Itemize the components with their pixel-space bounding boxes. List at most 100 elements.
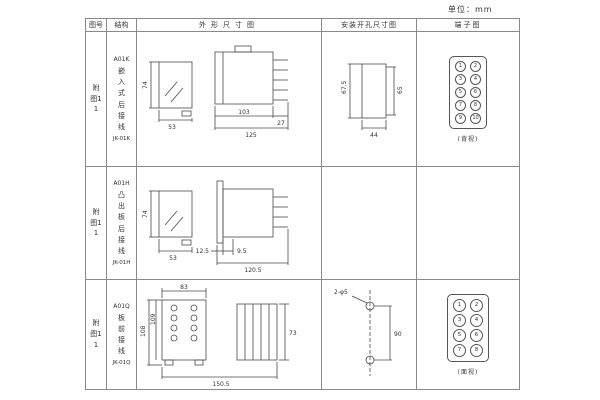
terminal-block: 1 2 3 4 5 6 7 8 9 10 (449, 55, 487, 129)
terminal-pin: 8 (470, 343, 483, 357)
dim-side-depth: 103 27 125 (214, 102, 289, 139)
dim-total-depth: 120.5 (217, 229, 289, 274)
fig-cell-row3: 附图11 (86, 280, 106, 389)
structure-text: 嵌入式后接线 (118, 66, 125, 131)
dim-label: 109 (150, 313, 157, 325)
terminal-pin: 1 (453, 298, 466, 312)
dim-label: 53 (169, 255, 177, 262)
type-code: JK-01Q (112, 360, 131, 367)
table-divider (106, 19, 107, 389)
col-header-mounting: 安装开孔尺寸图 (341, 21, 397, 29)
dim-front-height: 74 (142, 61, 159, 109)
model-name: A01H (113, 179, 130, 187)
terminal-pin: 8 (470, 99, 481, 111)
structure-text: 板前接线 (118, 313, 125, 356)
dim-label: 74 (142, 81, 149, 89)
dim-label: 83 (180, 284, 188, 291)
dim-cutout-width: 44 (361, 120, 387, 139)
dim-side-height: 73 (279, 303, 297, 361)
terminal-pin: 2 (470, 60, 481, 72)
dim-label: 67.5 (341, 80, 348, 94)
terminal-pin: 4 (470, 73, 481, 85)
terminal-pin: 7 (453, 343, 466, 357)
side-view (216, 180, 288, 244)
dim-front-width: 83 (161, 284, 207, 298)
col-header-fig: 图号 (89, 21, 103, 29)
dim-label: 108 (140, 325, 147, 337)
front-view (158, 190, 193, 246)
terminal-cell-row1: 1 2 3 4 5 6 7 8 9 10 (背视) (417, 32, 519, 166)
dim-front-height-inner: 109 (150, 300, 157, 360)
fig-number: 附图11 (90, 319, 102, 349)
dim-label: 73 (289, 330, 297, 337)
terminal-view-label: (面视) (457, 368, 479, 376)
dim-label: 9.5 (237, 248, 247, 255)
table-divider (321, 19, 322, 389)
struct-cell-row2: A01H 凸出板后接线 JK-01H (107, 167, 136, 279)
dim-cutout-inner-height: 65 (386, 66, 404, 116)
mounting-drawing-a01k: 67.5 65 44 (341, 63, 404, 139)
terminal-cell-row2 (417, 167, 519, 279)
outline-cell-row1: 74 53 (137, 32, 321, 166)
dim-front-width: 53 (158, 110, 193, 131)
fig-cell-row1: 附图11 (86, 32, 106, 166)
panel-cutout (361, 63, 387, 119)
terminal-cell-row3: 1 2 3 4 5 6 7 8 (面视) (417, 280, 519, 389)
table-divider (416, 19, 417, 389)
type-code: JK-01K (112, 136, 131, 143)
table-divider (86, 279, 519, 280)
dim-label: 27 (277, 120, 285, 127)
type-code: JK-01H (112, 260, 131, 267)
mounting-cell-row2 (322, 167, 416, 279)
dim-label: 74 (142, 210, 149, 218)
dim-gap: 9.5 (223, 239, 247, 255)
terminal-pin: 10 (470, 112, 481, 124)
dim-label: 125 (245, 132, 257, 139)
terminal-pin: 3 (455, 73, 466, 85)
mounting-cell-row1: 67.5 65 44 (322, 32, 416, 166)
outline-drawing-a01k: 74 53 (142, 45, 289, 139)
terminal-pin: 9 (455, 112, 466, 124)
col-header-terminal: 端子图 (454, 21, 482, 29)
terminal-pin: 1 (455, 60, 466, 72)
dim-label: 65 (397, 86, 404, 94)
struct-cell-row1: A01K 嵌入式后接线 JK-01K (107, 32, 136, 166)
fig-number: 附图11 (90, 83, 102, 114)
dim-label: 103 (238, 109, 250, 116)
dim-flange: 12.5 (196, 239, 224, 265)
dim-label: 90 (394, 331, 402, 338)
terminal-block: 1 2 3 4 5 6 7 8 (447, 293, 489, 362)
terminal-pin: 3 (453, 313, 466, 327)
col-header-outline: 外形尺寸图 (199, 21, 259, 29)
terminal-grid: 1 2 3 4 5 6 7 8 (453, 298, 483, 357)
terminal-grid: 1 2 3 4 5 6 7 8 9 10 (455, 60, 481, 124)
outline-cell-row3: 83 108 109 (137, 280, 321, 389)
dim-front-width: 53 (158, 239, 193, 262)
model-name: A01K (113, 55, 130, 63)
table-divider (86, 166, 519, 167)
dim-label: 120.5 (244, 267, 261, 274)
terminal-pin: 6 (470, 86, 481, 98)
structure-text: 凸出板后接线 (118, 190, 125, 255)
table-divider (136, 19, 137, 389)
outline-drawing-a01q: 83 108 109 (140, 284, 297, 388)
dimension-table: 图号 结构 外形尺寸图 安装开孔尺寸图 端子图 附图11 A01K 嵌入式后接线… (85, 18, 520, 390)
fig-number: 附图11 (90, 207, 102, 238)
struct-cell-row3: A01Q 板前接线 JK-01Q (107, 280, 136, 389)
model-name: A01Q (113, 302, 130, 310)
side-view (236, 303, 278, 361)
terminal-pin: 5 (453, 328, 466, 342)
table-divider (86, 31, 519, 32)
terminal-pin: 5 (455, 86, 466, 98)
terminal-pin: 2 (470, 298, 483, 312)
dim-front-height: 74 (142, 190, 159, 238)
dim-label: 44 (370, 132, 378, 139)
front-view (161, 299, 207, 366)
dim-label: 2-φ5 (334, 289, 348, 296)
col-header-struct: 结构 (114, 21, 129, 29)
outline-drawing-a01h: 74 53 (142, 180, 289, 274)
mounting-cell-row3: 2-φ5 90 (322, 280, 416, 389)
terminal-view-label: (背视) (457, 135, 479, 143)
hole-note: 2-φ5 (334, 289, 368, 304)
